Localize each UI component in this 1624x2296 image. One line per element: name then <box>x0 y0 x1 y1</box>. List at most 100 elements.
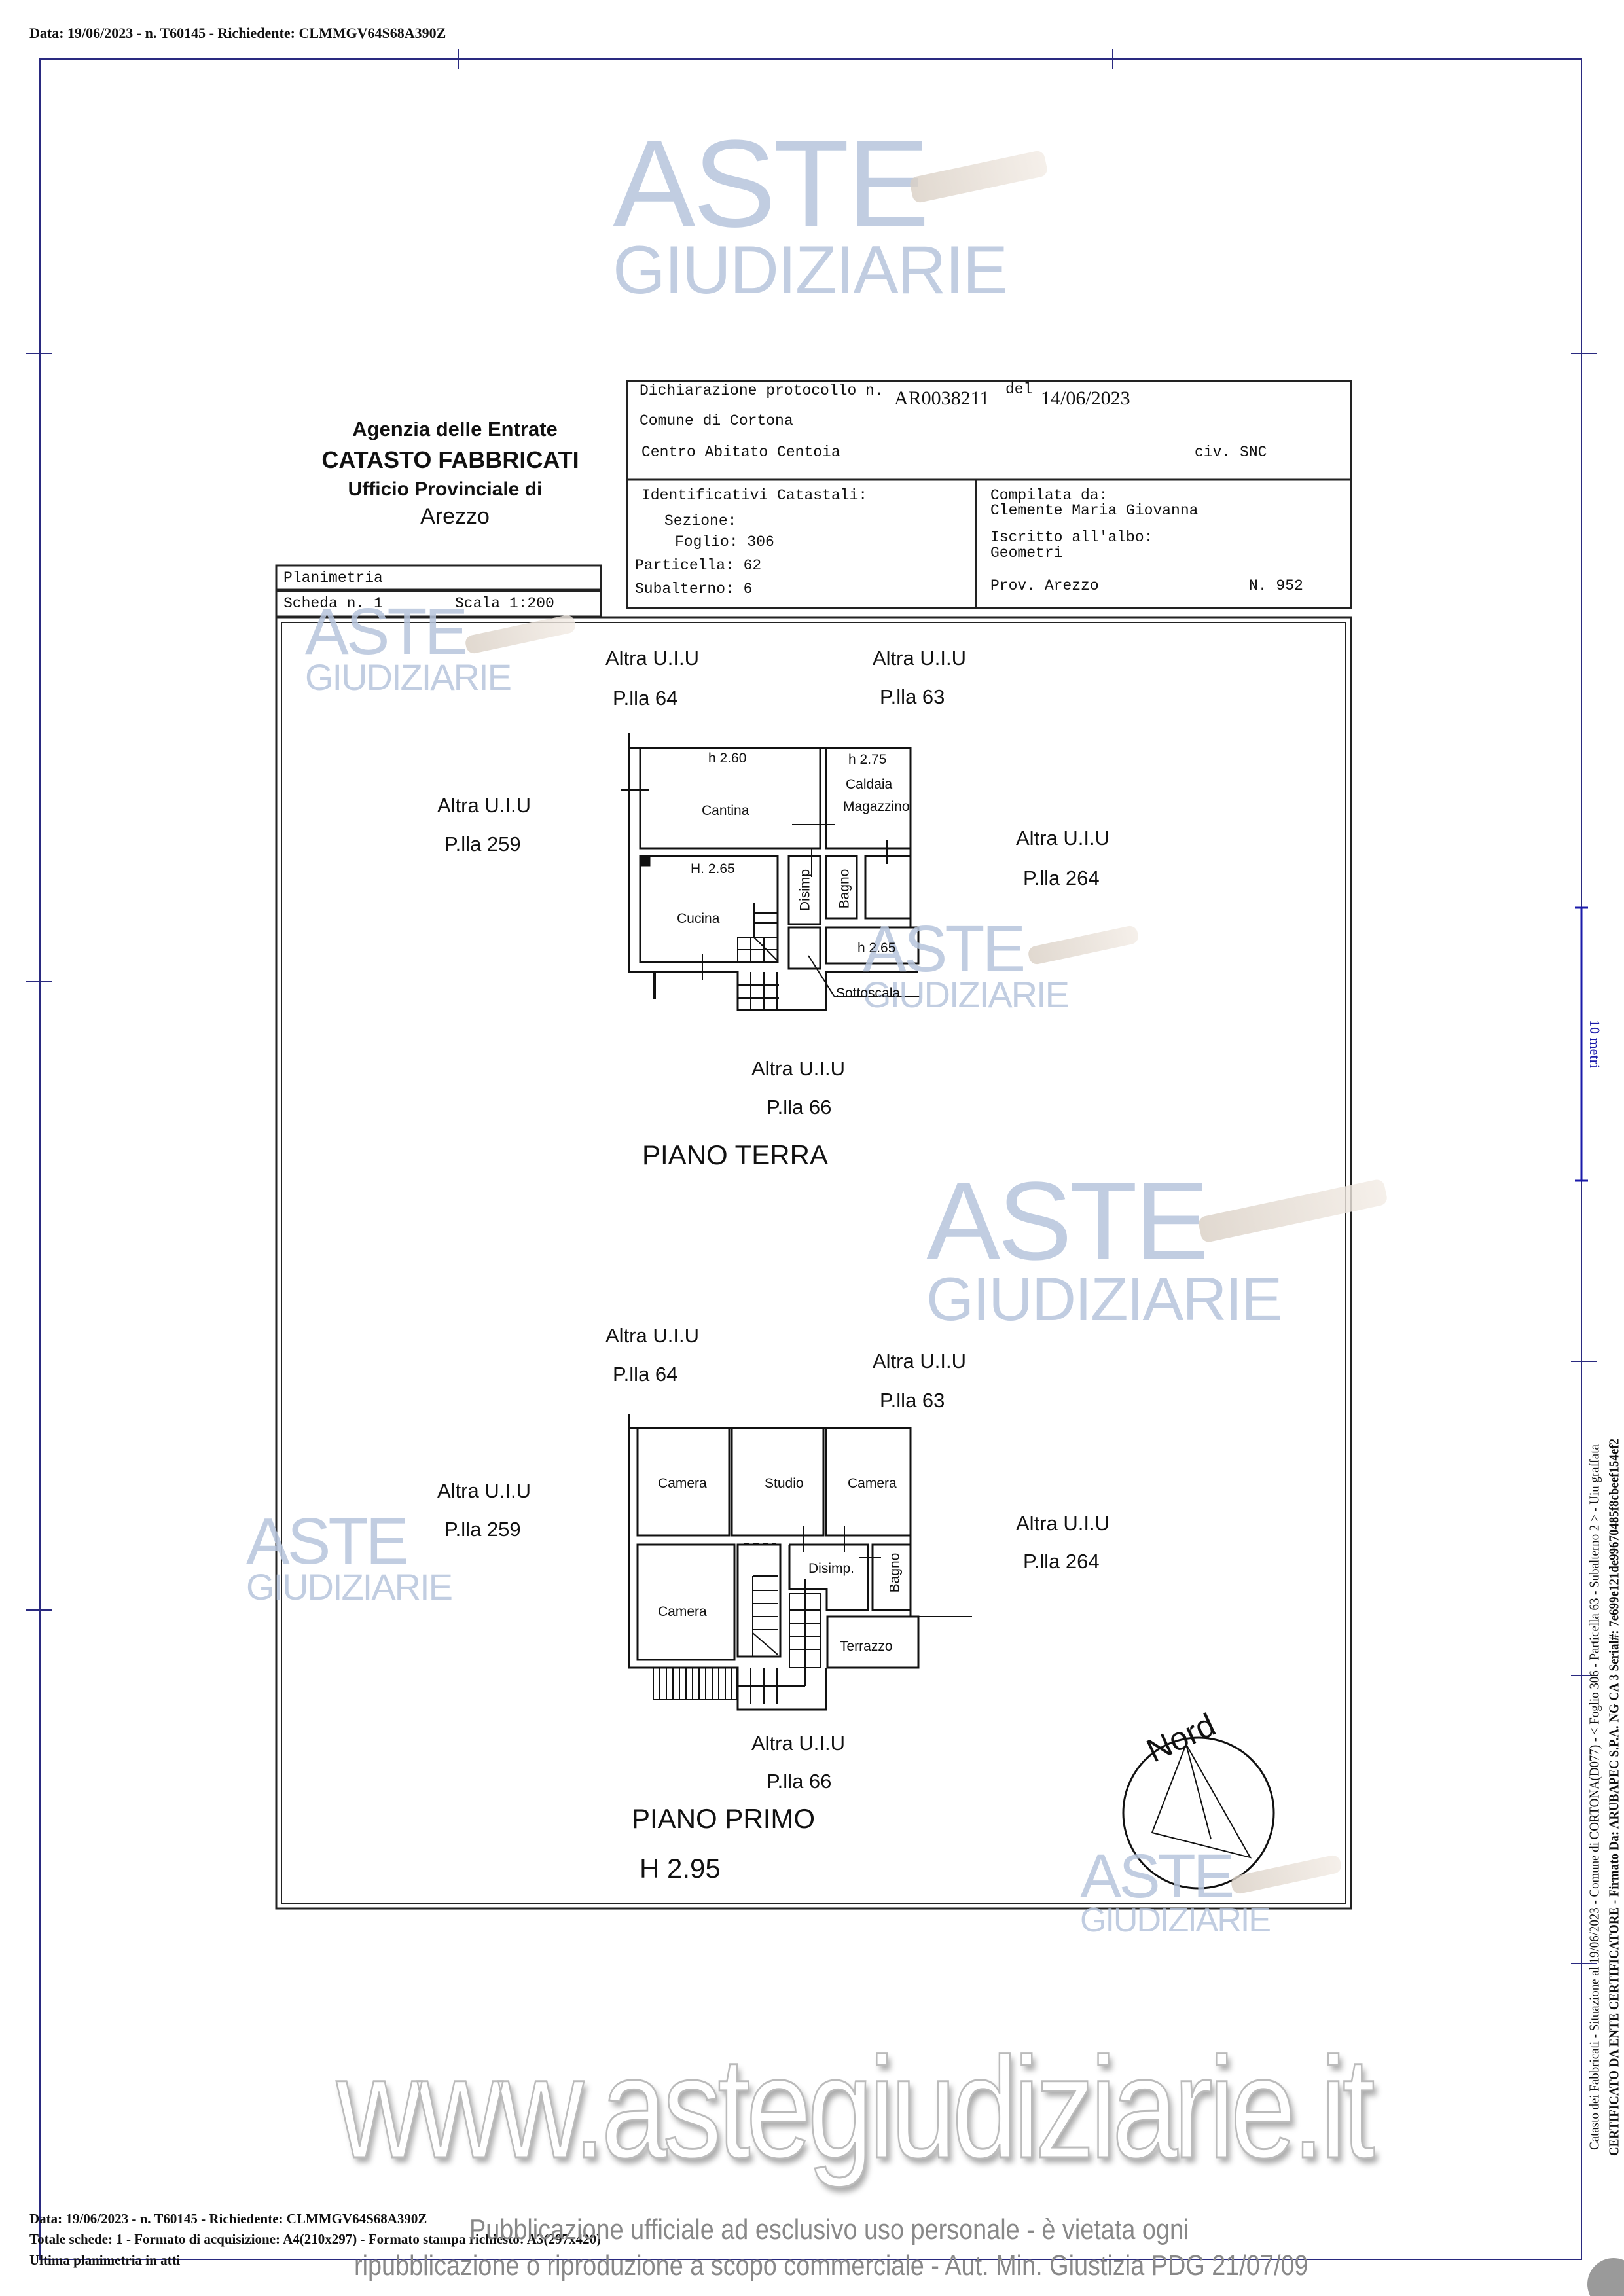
floor-height: H 2.95 <box>640 1853 721 1884</box>
room-terrazzo: Terrazzo <box>840 1639 893 1654</box>
watermark-giudiziarie: GIUDIZIARIE <box>926 1265 1282 1333</box>
neighbor-parcel: P.lla 259 <box>444 1518 521 1541</box>
watermark-giudiziarie: GIUDIZIARIE <box>863 974 1070 1015</box>
sheet-number: Scheda n. 1 <box>283 595 383 612</box>
foglio: Foglio: 306 <box>675 533 774 550</box>
room-height: H. 2.65 <box>691 861 735 876</box>
room-cantina: Cantina <box>702 803 749 818</box>
neighbor-parcel: P.lla 264 <box>1023 867 1100 889</box>
agency-office: Ufficio Provinciale di <box>348 478 543 500</box>
neighbor-parcel: P.lla 64 <box>613 1363 678 1386</box>
neighbor-label: Altra U.I.U <box>437 1479 531 1502</box>
neighbor-parcel: P.lla 63 <box>880 685 945 708</box>
del-label: del <box>1005 381 1033 398</box>
watermark-aste: ASTE <box>246 1505 409 1578</box>
neighbor-parcel: P.lla 259 <box>444 833 521 855</box>
civic-number: civ. SNC <box>1195 444 1267 461</box>
compiler-label: Compilata da: <box>990 487 1108 504</box>
watermark-giudiziarie: GIUDIZIARIE <box>246 1566 453 1607</box>
room-studio: Studio <box>765 1476 804 1491</box>
room-bagno: Bagno <box>887 1552 903 1593</box>
header-request-line: Data: 19/06/2023 - n. T60145 - Richieden… <box>29 25 446 41</box>
compiler-name: Clemente Maria Giovanna <box>990 502 1199 519</box>
neighbor-label: Altra U.I.U <box>751 1732 845 1755</box>
side-certificate-line1: Catasto dei Fabbricati - Situazione al 1… <box>1586 1444 1602 2150</box>
footer-last-plan: Ultima planimetria in atti <box>29 2252 181 2268</box>
watermark-aste: ASTE <box>613 115 929 253</box>
albo: Geometri <box>990 545 1063 562</box>
side-certificate-line2: CERTIFICATO DA ENTE CERTIFICATORE - Firm… <box>1606 1439 1622 2156</box>
watermark-aste: ASTE <box>305 595 468 668</box>
neighbor-label: Altra U.I.U <box>605 647 699 670</box>
room-camera: Camera <box>848 1476 897 1491</box>
neighbor-label: Altra U.I.U <box>605 1324 699 1347</box>
agency-name: Agenzia delle Entrate <box>352 418 558 440</box>
neighbor-label: Altra U.I.U <box>873 647 966 670</box>
agency-dept: CATASTO FABBRICATI <box>321 446 579 473</box>
agency-city: Arezzo <box>420 504 490 529</box>
north-compass-icon <box>1122 1736 1275 1890</box>
watermark-giudiziarie: GIUDIZIARIE <box>1080 1901 1271 1939</box>
footer-request-line: Data: 19/06/2023 - n. T60145 - Richieden… <box>29 2211 427 2227</box>
sheet-scale: Scala 1:200 <box>455 595 554 612</box>
neighbor-label: Altra U.I.U <box>437 794 531 817</box>
scale-bar <box>1575 906 1588 1182</box>
room-caldaia: Caldaia <box>846 777 893 792</box>
albo-number: N. 952 <box>1249 577 1303 594</box>
neighbor-parcel: P.lla 64 <box>613 687 678 709</box>
watermark-aste: ASTE <box>1080 1842 1235 1911</box>
header-box <box>275 380 1352 1910</box>
room-disimp: Disimp <box>797 869 813 912</box>
room-height: h 2.75 <box>848 752 887 767</box>
neighbor-label: Altra U.I.U <box>751 1057 845 1080</box>
room-bagno: Bagno <box>837 869 852 909</box>
neighbor-parcel: P.lla 66 <box>767 1770 832 1793</box>
declaration-date: 14/06/2023 <box>1041 387 1130 409</box>
albo-label: Iscritto all'albo: <box>990 529 1153 546</box>
watermark-aste: ASTE <box>863 912 1026 986</box>
first-floor-plan <box>628 1414 972 1711</box>
room-cucina: Cucina <box>677 911 720 926</box>
room-camera: Camera <box>658 1604 707 1619</box>
scale-bar-label: 10 metri <box>1587 1020 1603 1068</box>
floor-title: PIANO TERRA <box>642 1139 828 1170</box>
room-height: h 2.65 <box>857 941 896 956</box>
subalterno: Subalterno: 6 <box>635 581 753 598</box>
protocol-label: Dichiarazione protocollo n. <box>640 382 884 399</box>
neighbor-label: Altra U.I.U <box>873 1350 966 1372</box>
neighbor-parcel: P.lla 63 <box>880 1389 945 1412</box>
watermark-giudiziarie: GIUDIZIARIE <box>613 232 1008 308</box>
sheet-type: Planimetria <box>283 569 383 586</box>
room-height: h 2.60 <box>708 751 747 766</box>
floor-title: PIANO PRIMO <box>632 1803 816 1834</box>
watermark-giudiziarie: GIUDIZIARIE <box>305 656 512 698</box>
watermark-website: www.astegiudiziarie.it <box>336 2027 1376 2188</box>
seal-icon <box>1587 2258 1624 2296</box>
room-magazzino: Magazzino <box>843 799 910 814</box>
neighbor-label: Altra U.I.U <box>1016 1512 1110 1535</box>
watermark-aste: ASTE <box>926 1159 1209 1283</box>
comune: Comune di Cortona <box>640 412 793 429</box>
protocol-number: AR0038211 <box>894 387 990 409</box>
neighbor-parcel: P.lla 264 <box>1023 1550 1100 1573</box>
neighbor-label: Altra U.I.U <box>1016 827 1110 850</box>
publication-notice-1: Pubblicazione ufficiale ad esclusivo uso… <box>469 2214 1189 2246</box>
identifiers-title: Identificativi Catastali: <box>641 487 868 504</box>
publication-notice-2: ripubblicazione o riproduzione a scopo c… <box>354 2250 1308 2282</box>
room-sottoscala: Sottoscala <box>836 986 901 1001</box>
room-camera: Camera <box>658 1476 707 1491</box>
ground-floor-plan <box>621 733 920 1011</box>
particella: Particella: 62 <box>635 557 762 574</box>
address: Centro Abitato Centoia <box>641 444 840 461</box>
room-disimp: Disimp. <box>808 1561 855 1576</box>
footer-format-line: Totale schede: 1 - Formato di acquisizio… <box>29 2231 601 2247</box>
province: Prov. Arezzo <box>990 577 1099 594</box>
